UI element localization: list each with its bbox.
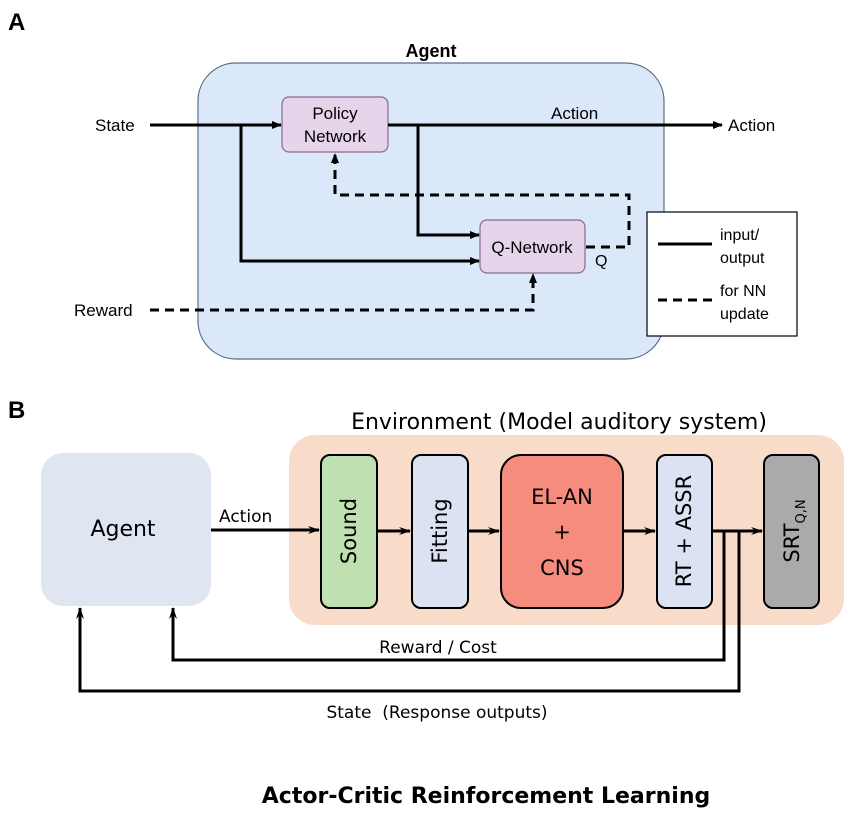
el-an-line2: + <box>553 520 571 544</box>
legend-box <box>646 211 798 337</box>
legend-solid-text-2: output <box>720 250 765 267</box>
legend-dashed-text-1: for NN <box>720 283 766 300</box>
action-edge-label: Action <box>551 104 598 123</box>
fitting-label: Fitting <box>428 498 452 563</box>
agent-box-b <box>41 453 211 606</box>
action-output-label: Action <box>728 116 775 135</box>
panel-b: B Environment (Model auditory system) Ag… <box>8 397 844 723</box>
figure-title: Actor-Critic Reinforcement Learning <box>262 784 710 809</box>
action-label-b: Action <box>219 507 272 527</box>
state-label: State <box>95 116 135 135</box>
panel-a-label: A <box>8 9 25 36</box>
q-update-dashed-arrow <box>331 153 631 249</box>
q-output-label: Q <box>595 253 607 270</box>
legend-solid-text-1: input/ <box>720 227 760 244</box>
srt-box <box>763 454 820 609</box>
policy-network-line1: Policy <box>312 104 358 123</box>
state-feedback-arrow <box>76 531 741 693</box>
environment-title: Environment (Model auditory system) <box>351 410 767 435</box>
reward-cost-arrow <box>169 531 726 662</box>
action-to-q-arrow <box>416 125 480 239</box>
reward-cost-label: Reward / Cost <box>379 638 497 658</box>
policy-network-line2: Network <box>304 127 367 146</box>
state-response-label: State (Response outputs) <box>326 703 547 723</box>
sound-label: Sound <box>337 498 361 564</box>
legend-dashed-text-2: update <box>720 306 769 323</box>
state-to-q-arrow <box>239 125 480 265</box>
agent-title: Agent <box>406 41 457 61</box>
legend: input/ output for NN update <box>646 211 798 337</box>
srt-subscript: Q,N <box>794 499 809 523</box>
agent-box-b-label: Agent <box>90 517 155 542</box>
q-network-label: Q-Network <box>491 238 573 257</box>
srt-main-text: SRT <box>780 523 804 562</box>
srt-label: SRTQ,N <box>780 499 809 562</box>
reward-dashed-arrow <box>150 273 537 312</box>
rt-assr-label: RT + ASSR <box>672 475 696 587</box>
el-an-line1: EL-AN <box>531 485 593 509</box>
el-an-line3: CNS <box>540 556 584 580</box>
panel-a: A Agent Policy Network Q-Network Q State… <box>8 9 798 360</box>
reward-label: Reward <box>74 301 133 320</box>
panel-b-label: B <box>8 397 25 424</box>
